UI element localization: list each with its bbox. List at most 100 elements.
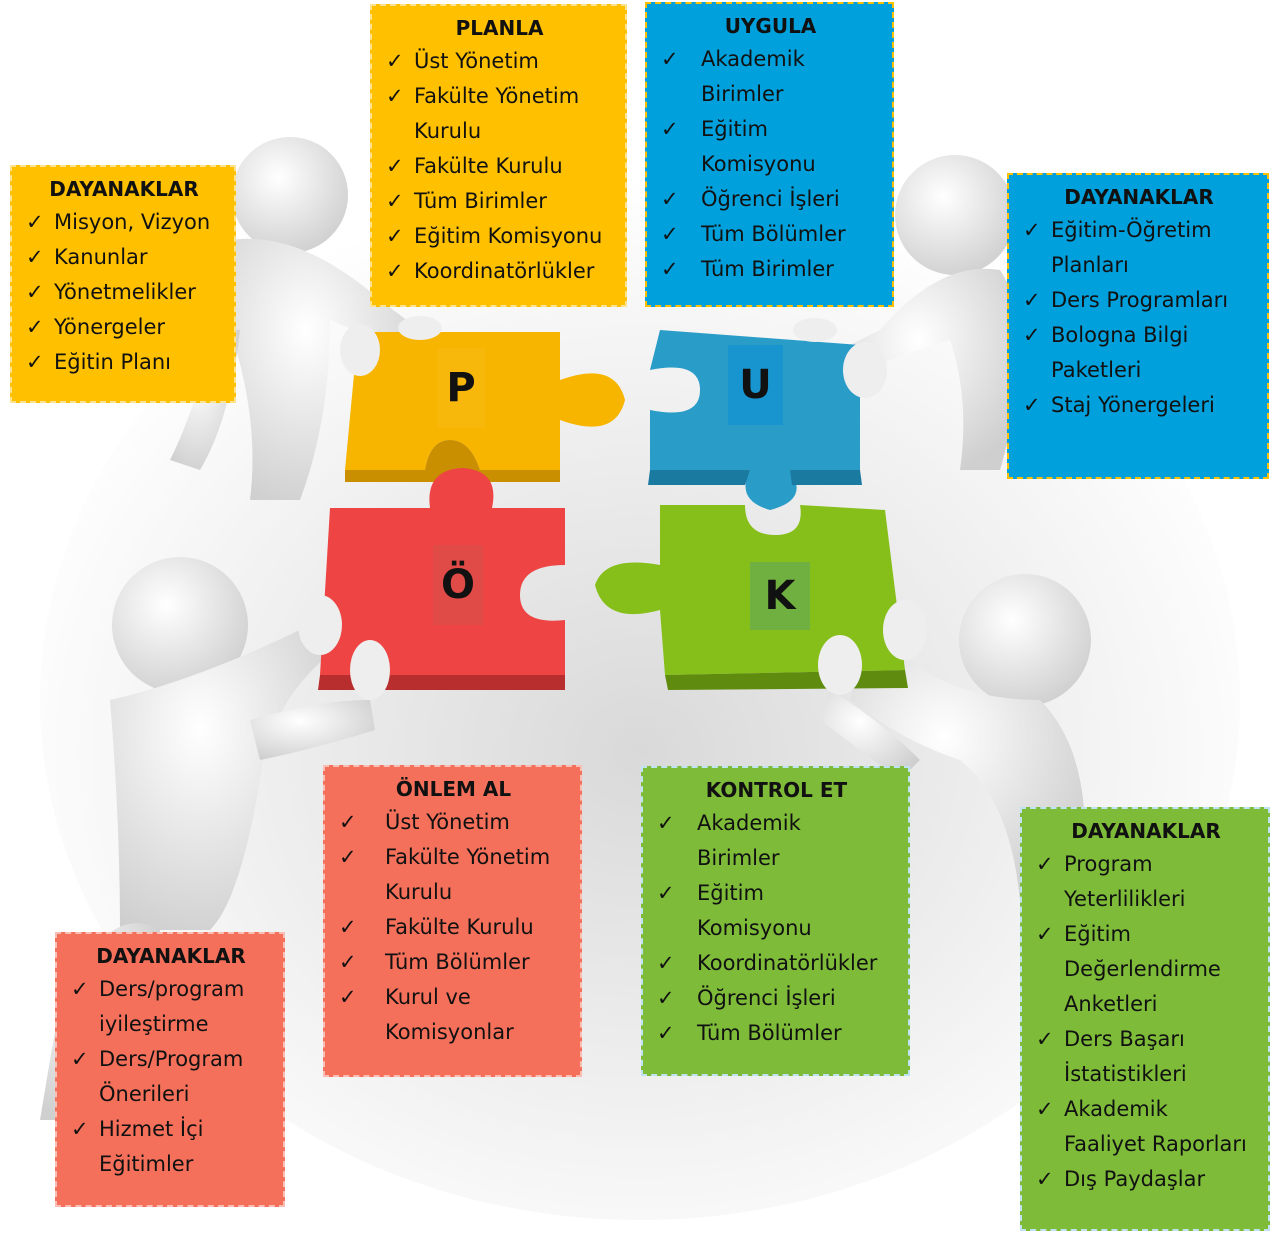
- list-item: iyileştirme: [99, 1012, 209, 1036]
- check-icon: ✓: [386, 154, 404, 178]
- check-icon: ✓: [657, 881, 675, 905]
- dayanaklar-onlem-title: DAYANAKLAR: [96, 944, 246, 968]
- list-item: ✓Kurul ve: [339, 980, 568, 1015]
- onlem-al-box: ÖNLEM AL ✓Üst Yönetim ✓Fakülte Yönetim K…: [323, 765, 582, 1077]
- list-item: ✓Eğitin Planı: [26, 345, 222, 380]
- check-icon: ✓: [1036, 852, 1054, 876]
- list-item: ✓Bologna Bilgi: [1023, 318, 1255, 353]
- check-icon: ✓: [1036, 1167, 1054, 1191]
- list-item: ✓Fakülte Kurulu: [339, 910, 568, 945]
- kontrol-et-box: KONTROL ET ✓Akademik Birimler ✓Eğitim Ko…: [641, 766, 910, 1076]
- kontrol-et-title: KONTROL ET: [705, 778, 848, 802]
- check-icon: ✓: [26, 315, 44, 339]
- list-item: Paketleri: [1051, 358, 1142, 382]
- letter-u: U: [728, 345, 783, 425]
- list-item: İstatistikleri: [1064, 1062, 1187, 1086]
- onlem-al-title: ÖNLEM AL: [395, 777, 512, 801]
- check-icon: ✓: [26, 280, 44, 304]
- list-item: Faaliyet Raporları: [1064, 1132, 1247, 1156]
- check-icon: ✓: [1023, 323, 1041, 347]
- list-item: Anketleri: [1064, 992, 1158, 1016]
- check-icon: ✓: [71, 977, 89, 1001]
- check-icon: ✓: [386, 224, 404, 248]
- check-icon: ✓: [26, 210, 44, 234]
- list-item: ✓Eğitim: [657, 876, 896, 911]
- check-icon: ✓: [339, 985, 357, 1009]
- check-icon: ✓: [71, 1047, 89, 1071]
- check-icon: ✓: [71, 1117, 89, 1141]
- check-icon: ✓: [657, 986, 675, 1010]
- check-icon: ✓: [657, 1021, 675, 1045]
- dayanaklar-kontrol-list: ✓Program Yeterlilikleri ✓Eğitim Değerlen…: [1036, 847, 1256, 1197]
- list-item: ✓Eğitim: [661, 112, 880, 147]
- list-item: ✓Akademik: [657, 806, 896, 841]
- list-item: ✓Üst Yönetim: [386, 44, 613, 79]
- list-item: ✓Tüm Birimler: [386, 184, 613, 219]
- uygula-title: UYGULA: [724, 14, 817, 38]
- kontrol-et-list: ✓Akademik Birimler ✓Eğitim Komisyonu ✓Ko…: [657, 806, 896, 1051]
- dayanaklar-planla-box: DAYANAKLAR ✓Misyon, Vizyon ✓Kanunlar ✓Yö…: [10, 165, 236, 403]
- check-icon: ✓: [1023, 393, 1041, 417]
- check-icon: ✓: [1023, 288, 1041, 312]
- list-item: ✓Program: [1036, 847, 1256, 882]
- list-item: Önerileri: [99, 1082, 190, 1106]
- check-icon: ✓: [339, 915, 357, 939]
- check-icon: ✓: [1036, 922, 1054, 946]
- list-item: ✓Üst Yönetim: [339, 805, 568, 840]
- check-icon: ✓: [657, 811, 675, 835]
- list-item: ✓Hizmet İçi: [71, 1112, 271, 1147]
- list-item: ✓Fakülte Kurulu: [386, 149, 613, 184]
- dayanaklar-kontrol-title: DAYANAKLAR: [1071, 819, 1221, 843]
- check-icon: ✓: [339, 950, 357, 974]
- list-item: Kurulu: [414, 119, 482, 143]
- dayanaklar-planla-title: DAYANAKLAR: [49, 177, 199, 201]
- list-item: Komisyonlar: [385, 1020, 514, 1044]
- check-icon: ✓: [1023, 218, 1041, 242]
- check-icon: ✓: [661, 117, 679, 141]
- list-item: ✓Koordinatörlükler: [386, 254, 613, 289]
- planla-title: PLANLA: [455, 16, 544, 40]
- list-item: Değerlendirme: [1064, 957, 1221, 981]
- list-item: Birimler: [701, 82, 784, 106]
- uygula-list: ✓Akademik Birimler ✓Eğitim Komisyonu ✓Öğ…: [661, 42, 880, 287]
- planla-box: PLANLA ✓Üst Yönetim ✓Fakülte Yönetim Kur…: [370, 4, 627, 307]
- check-icon: ✓: [1036, 1097, 1054, 1121]
- list-item: Komisyonu: [701, 152, 816, 176]
- planla-list: ✓Üst Yönetim ✓Fakülte Yönetim Kurulu ✓Fa…: [386, 44, 613, 289]
- onlem-al-list: ✓Üst Yönetim ✓Fakülte Yönetim Kurulu ✓Fa…: [339, 805, 568, 1050]
- check-icon: ✓: [657, 951, 675, 975]
- dayanaklar-kontrol-box: DAYANAKLAR ✓Program Yeterlilikleri ✓Eğit…: [1020, 807, 1270, 1231]
- list-item: ✓Öğrenci İşleri: [661, 182, 880, 217]
- dayanaklar-uygula-list: ✓Eğitim-Öğretim Planları ✓Ders Programla…: [1023, 213, 1255, 423]
- check-icon: ✓: [661, 187, 679, 211]
- puzzle-piece-p: [345, 332, 625, 482]
- list-item: ✓Öğrenci İşleri: [657, 981, 896, 1016]
- list-item: ✓Eğitim: [1036, 917, 1256, 952]
- letter-o: Ö: [433, 545, 483, 625]
- list-item: ✓Eğitim Komisyonu: [386, 219, 613, 254]
- list-item: Birimler: [697, 846, 780, 870]
- check-icon: ✓: [26, 350, 44, 374]
- list-item: ✓Staj Yönergeleri: [1023, 388, 1255, 423]
- list-item: ✓Akademik: [1036, 1092, 1256, 1127]
- check-icon: ✓: [386, 189, 404, 213]
- list-item: ✓Misyon, Vizyon: [26, 205, 222, 240]
- list-item: Planları: [1051, 253, 1129, 277]
- list-item: Kurulu: [385, 880, 453, 904]
- list-item: ✓Eğitim-Öğretim: [1023, 213, 1255, 248]
- figure-top-right: [850, 155, 1020, 470]
- check-icon: ✓: [661, 257, 679, 281]
- list-item: Eğitimler: [99, 1152, 194, 1176]
- letter-k: K: [750, 562, 810, 630]
- check-icon: ✓: [26, 245, 44, 269]
- dayanaklar-planla-list: ✓Misyon, Vizyon ✓Kanunlar ✓Yönetmelikler…: [26, 205, 222, 380]
- check-icon: ✓: [339, 845, 357, 869]
- list-item: Yeterlilikleri: [1064, 887, 1186, 911]
- uygula-box: UYGULA ✓Akademik Birimler ✓Eğitim Komisy…: [645, 2, 894, 307]
- check-icon: ✓: [339, 810, 357, 834]
- check-icon: ✓: [386, 49, 404, 73]
- list-item: ✓Tüm Birimler: [661, 252, 880, 287]
- dayanaklar-uygula-box: DAYANAKLAR ✓Eğitim-Öğretim Planları ✓Der…: [1007, 173, 1269, 479]
- check-icon: ✓: [661, 222, 679, 246]
